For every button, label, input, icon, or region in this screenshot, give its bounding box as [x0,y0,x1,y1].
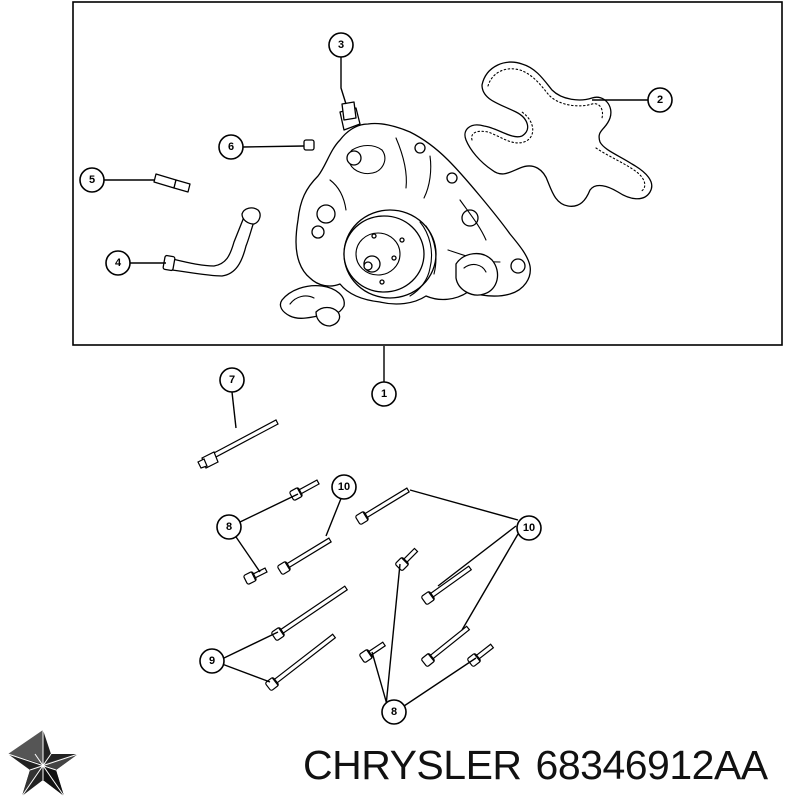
bolt-10-a [277,537,332,575]
leader-lines [104,56,648,709]
fitting-part [153,173,191,193]
pentastar-icon [7,730,79,797]
callout-4: 4 [105,250,131,276]
bolt-10-c [421,565,473,605]
brand-name: CHRYSLER [303,741,522,788]
svg-text:2: 2 [657,94,663,106]
svg-text:5: 5 [89,174,95,186]
callout-6: 6 [218,134,244,160]
svg-text:10: 10 [523,522,535,534]
callout-8-bottom: 8 [381,699,407,725]
bolts-group [243,479,495,691]
sensor-part [341,101,357,121]
svg-text:3: 3 [338,39,344,51]
bolt-8-short-c [395,547,419,571]
bolt-9-b [265,633,337,691]
plug-part [303,139,315,151]
callout-9: 9 [199,648,225,674]
bolt-8-short-b [243,567,268,585]
bolt-10-d [421,625,471,667]
svg-text:4: 4 [115,257,122,269]
svg-text:8: 8 [391,706,397,718]
svg-text:9: 9 [209,655,215,667]
bolt-9-a [271,585,349,641]
svg-text:1: 1 [381,388,387,400]
bolt-8-short-e [467,643,495,667]
callout-5: 5 [79,167,105,193]
bypass-tube-part [162,207,261,277]
bolt-10-b [355,487,410,525]
callout-2: 2 [647,87,673,113]
brand-caption: CHRYSLER 68346912AA [303,737,795,793]
svg-text:10: 10 [338,481,350,493]
svg-text:6: 6 [228,141,234,153]
callout-8-top: 8 [216,514,242,540]
callout-1: 1 [371,381,397,407]
svg-text:7: 7 [229,374,235,386]
callout-7: 7 [219,367,245,393]
callout-10-top: 10 [331,474,357,500]
stud-part [197,419,279,469]
gasket-part [464,61,653,207]
assembly-frame [72,1,783,346]
bolt-8-short-a [289,479,320,501]
callout-10-right: 10 [516,515,542,541]
callout-3: 3 [328,32,354,58]
part-number: 68346912AA [535,741,769,788]
svg-text:8: 8 [226,521,232,533]
bolt-8-short-d [359,641,387,663]
water-pump-body [279,107,531,327]
